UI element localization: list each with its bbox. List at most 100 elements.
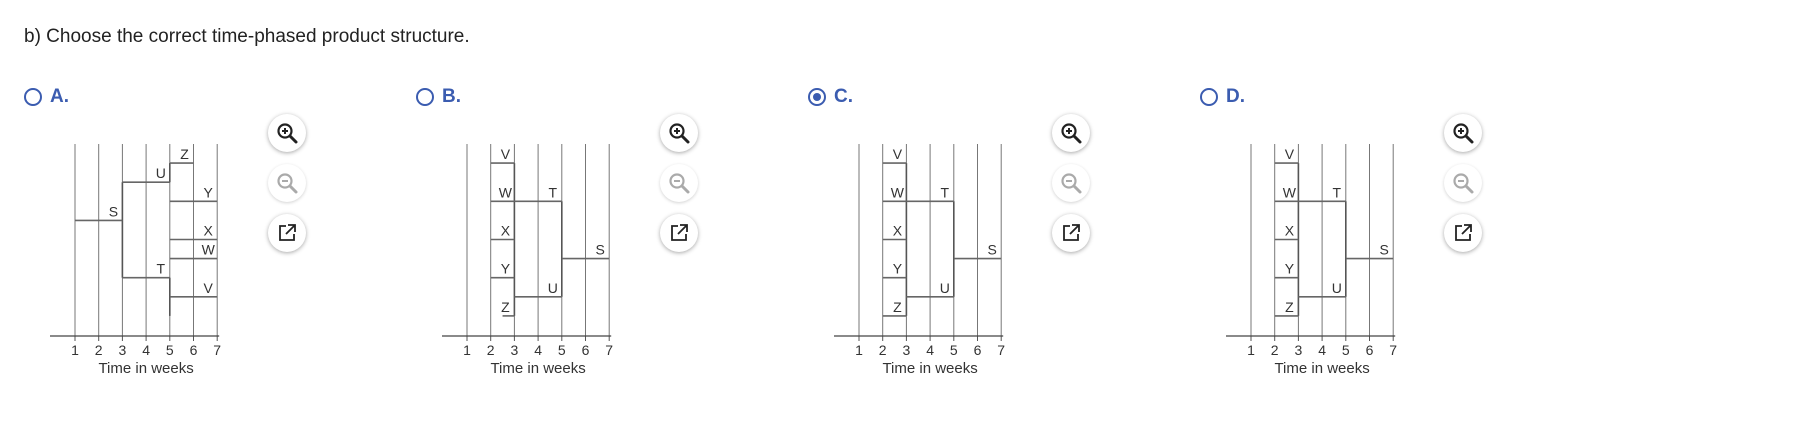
zoom-in-button[interactable] [1444,114,1482,152]
item-label: S [109,203,118,219]
option-label: A. [50,86,69,107]
item-label: T [941,184,950,200]
option-select[interactable]: B. [416,86,461,108]
x-tick-label: 2 [95,342,103,358]
x-tick-label: 4 [142,342,150,358]
popout-button[interactable] [660,214,698,252]
x-tick-label: 2 [1271,342,1279,358]
x-tick-label: 5 [950,342,958,358]
item-label: Y [501,261,511,277]
zoom-out-button [268,164,306,202]
option-label: B. [442,86,461,107]
x-tick-label: 6 [582,342,590,358]
x-axis-label: Time in weeks [882,360,977,377]
zoom-in-button[interactable] [268,114,306,152]
item-label: X [893,223,903,239]
image-tools [660,114,704,264]
zoom-in-icon [1061,123,1082,144]
item-label: Y [1285,261,1295,277]
x-tick-label: 7 [997,342,1005,358]
x-axis-label: Time in weeks [98,360,193,377]
item-label: U [548,280,558,296]
option-label: D. [1226,86,1245,107]
option-select[interactable]: A. [24,86,69,108]
x-tick-label: 5 [1342,342,1350,358]
item-label: V [501,146,511,162]
x-tick-label: 6 [1366,342,1374,358]
x-tick-label: 7 [605,342,613,358]
option-select[interactable]: D. [1200,86,1245,108]
image-tools [1444,114,1488,264]
popout-icon [279,224,296,241]
item-label: U [1332,280,1342,296]
zoom-in-icon [669,123,690,144]
zoom-out-icon [277,173,298,194]
zoom-out-icon [669,173,690,194]
zoom-in-icon [277,123,298,144]
zoom-in-icon [1453,123,1474,144]
radio-button[interactable] [24,88,42,106]
x-tick-label: 6 [974,342,982,358]
item-label: S [596,242,605,258]
zoom-out-icon [1061,173,1082,194]
popout-icon [1063,224,1080,241]
x-tick-label: 4 [534,342,542,358]
radio-button[interactable] [416,88,434,106]
item-label: S [1380,242,1389,258]
radio-button[interactable] [808,88,826,106]
item-label: X [1285,223,1295,239]
option-select[interactable]: C. [808,86,853,108]
x-tick-label: 3 [903,342,911,358]
zoom-in-button[interactable] [660,114,698,152]
item-label: U [940,280,950,296]
x-tick-label: 4 [1318,342,1326,358]
x-tick-label: 2 [487,342,495,358]
option-label: C. [834,86,853,107]
popout-button[interactable] [1444,214,1482,252]
image-tools [1052,114,1096,264]
zoom-out-button [1444,164,1482,202]
zoom-out-button [660,164,698,202]
item-label: T [1333,184,1342,200]
item-label: Z [1285,299,1294,315]
item-label: U [156,165,166,181]
item-label: W [202,242,216,258]
radio-button[interactable] [1200,88,1218,106]
x-tick-label: 6 [190,342,198,358]
popout-button[interactable] [268,214,306,252]
x-tick-label: 1 [1247,342,1255,358]
x-axis-label: Time in weeks [490,360,585,377]
popout-icon [1455,224,1472,241]
x-tick-label: 5 [166,342,174,358]
x-tick-label: 1 [463,342,471,358]
item-label: Y [204,184,214,200]
item-label: Y [893,261,903,277]
item-label: V [204,280,214,296]
popout-icon [671,224,688,241]
item-label: V [1285,146,1295,162]
x-tick-label: 7 [213,342,221,358]
item-label: S [988,242,997,258]
item-label: Z [893,299,902,315]
item-label: T [549,184,558,200]
item-label: Z [180,146,189,162]
item-label: T [157,261,166,277]
x-tick-label: 5 [558,342,566,358]
zoom-out-button [1052,164,1090,202]
popout-button[interactable] [1052,214,1090,252]
item-label: X [501,223,511,239]
item-label: X [204,223,214,239]
zoom-out-icon [1453,173,1474,194]
zoom-in-button[interactable] [1052,114,1090,152]
x-tick-label: 1 [71,342,79,358]
x-tick-label: 3 [1295,342,1303,358]
x-tick-label: 3 [511,342,519,358]
x-tick-label: 1 [855,342,863,358]
